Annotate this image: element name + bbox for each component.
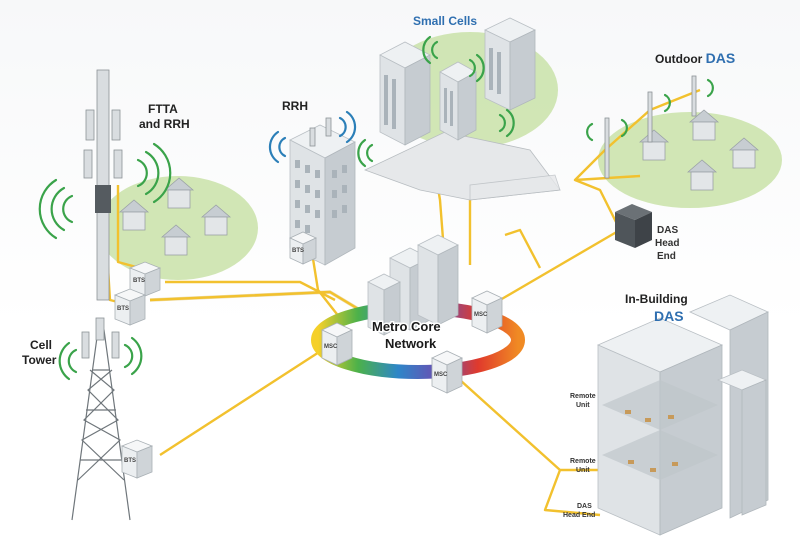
label-das-head-end-2: Head End [563,512,595,519]
bts-box-ftta-lower-label: BTS [117,306,129,312]
label-das-head-1: DAS [657,225,678,236]
label-das-head-2: Head [655,238,679,249]
residential-area-right [598,112,782,208]
label-in-building: In-Building [625,292,688,306]
label-rrh: RRH [282,99,308,113]
ftta-tower [83,69,123,301]
msc-box-left-label: MSC [324,344,338,350]
label-network: Network [385,336,437,351]
bts-box-rrh-label: BTS [292,248,304,254]
msc-box-right-label: MSC [474,312,488,318]
msc-box-bottom-label: MSC [434,372,448,378]
bts-box-cell-tower-label: BTS [124,458,136,464]
bts-box-ftta-lower: BTS [113,288,147,326]
houses-right [604,75,760,191]
label-remote-unit-2b: Unit [576,467,590,474]
label-remote-unit-1b: Unit [576,402,590,409]
label-metro-core: Metro Core [372,319,441,334]
das-head-end-cabinet [615,204,652,248]
label-das-head-end-1: DAS [577,503,592,510]
label-tower: Tower [22,353,57,367]
label-remote-unit-1a: Remote [570,393,596,400]
msc-box-right: MSC [471,290,503,334]
label-ftta: FTTA [148,102,178,116]
label-in-building-das: DAS [654,308,684,324]
label-cell: Cell [30,338,52,352]
small-cells-city [363,17,561,201]
label-and-rrh: and RRH [139,117,190,131]
signal-waves [38,35,714,381]
rrh-building [289,117,356,266]
in-building-das [596,294,769,536]
cell-tower [71,317,131,521]
bts-box-rrh: BTS [289,231,317,265]
label-outdoor-das: Outdoor DAS [655,50,735,66]
msc-box-left: MSC [321,322,353,366]
label-small-cells: Small Cells [413,14,477,28]
bts-box-ftta-upper: BTS [128,261,162,297]
bts-box-ftta-upper-label: BTS [133,278,145,284]
label-remote-unit-2a: Remote [570,458,596,465]
msc-box-bottom: MSC [431,350,463,394]
label-das-head-3: End [657,251,676,262]
metro-core [311,234,525,379]
bts-box-cell-tower: BTS [120,439,154,479]
houses-left [118,177,232,256]
